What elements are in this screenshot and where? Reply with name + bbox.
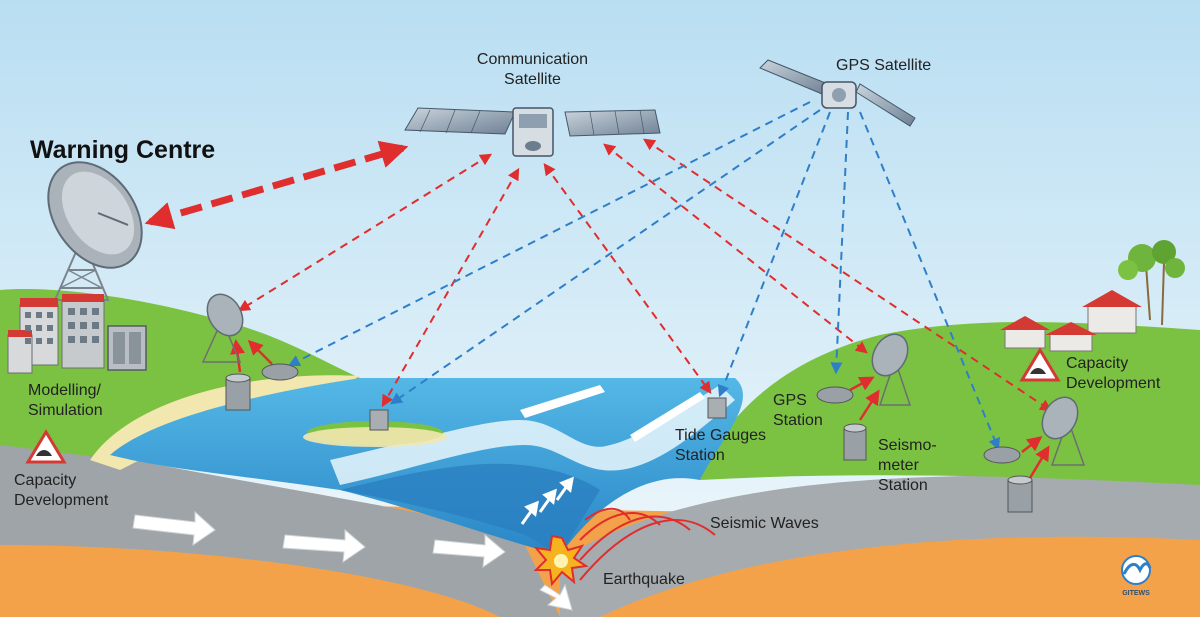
seismic-waves [579, 507, 716, 581]
modelling-label: Modelling/ Simulation [28, 382, 103, 419]
comm-satellite-label: Communication Satellite [476, 51, 589, 88]
coastal-dish-icon [201, 293, 244, 363]
houses-icon [1000, 290, 1142, 352]
ocean-trench [340, 463, 600, 555]
crust-right [560, 475, 1200, 617]
far-station-dish-icon [1041, 396, 1086, 466]
uplift-arrows [520, 476, 574, 525]
gps-satellite-label: GPS Satellite [836, 57, 932, 74]
gps-satellite-icon [759, 59, 916, 127]
blue-signal-arrows [287, 101, 1000, 451]
seismic-waves-label: Seismic Waves [710, 515, 819, 532]
plate-motion-arrows [132, 510, 573, 611]
city-buildings-icon [7, 294, 105, 374]
earthquake-label: Earthquake [603, 571, 685, 588]
seismometer-icon [843, 423, 867, 461]
capacity-left-label: Capacity Development [14, 472, 109, 509]
tsunami-wave [330, 385, 735, 485]
earthquake-burst-icon [533, 534, 589, 587]
server-rack-icon [107, 325, 147, 371]
island-buoy [369, 409, 389, 431]
gps-station-receiver [816, 386, 854, 404]
capacity-warning-icon-right [1019, 347, 1061, 382]
capacity-warning-icon-left [25, 429, 67, 464]
gitews-logo-icon: GITEWS [1121, 555, 1152, 597]
capacity-right-label: Capacity Development [1066, 355, 1161, 392]
far-station-sensor-icon [1007, 475, 1033, 513]
red-signal-arrows [237, 138, 1052, 412]
coastal-sensor-icon [225, 373, 251, 411]
trees-icon [1118, 240, 1185, 326]
gps-station-dish-icon [871, 333, 912, 406]
tide-gauges-label: Tide Gauges Station [675, 427, 767, 464]
warning-centre-title: Warning Centre [30, 136, 216, 164]
communication-satellite-icon [404, 107, 661, 157]
far-station-receiver [983, 446, 1021, 464]
seismometer-label: Seismo- meter Station [878, 437, 937, 494]
gps-station-label: GPS Station [773, 392, 823, 429]
crust-left [0, 430, 560, 617]
gitews-logo-text: GITEWS [1122, 590, 1150, 597]
tide-gauge-buoy [707, 397, 727, 419]
coastal-receiver-icon [261, 363, 299, 381]
